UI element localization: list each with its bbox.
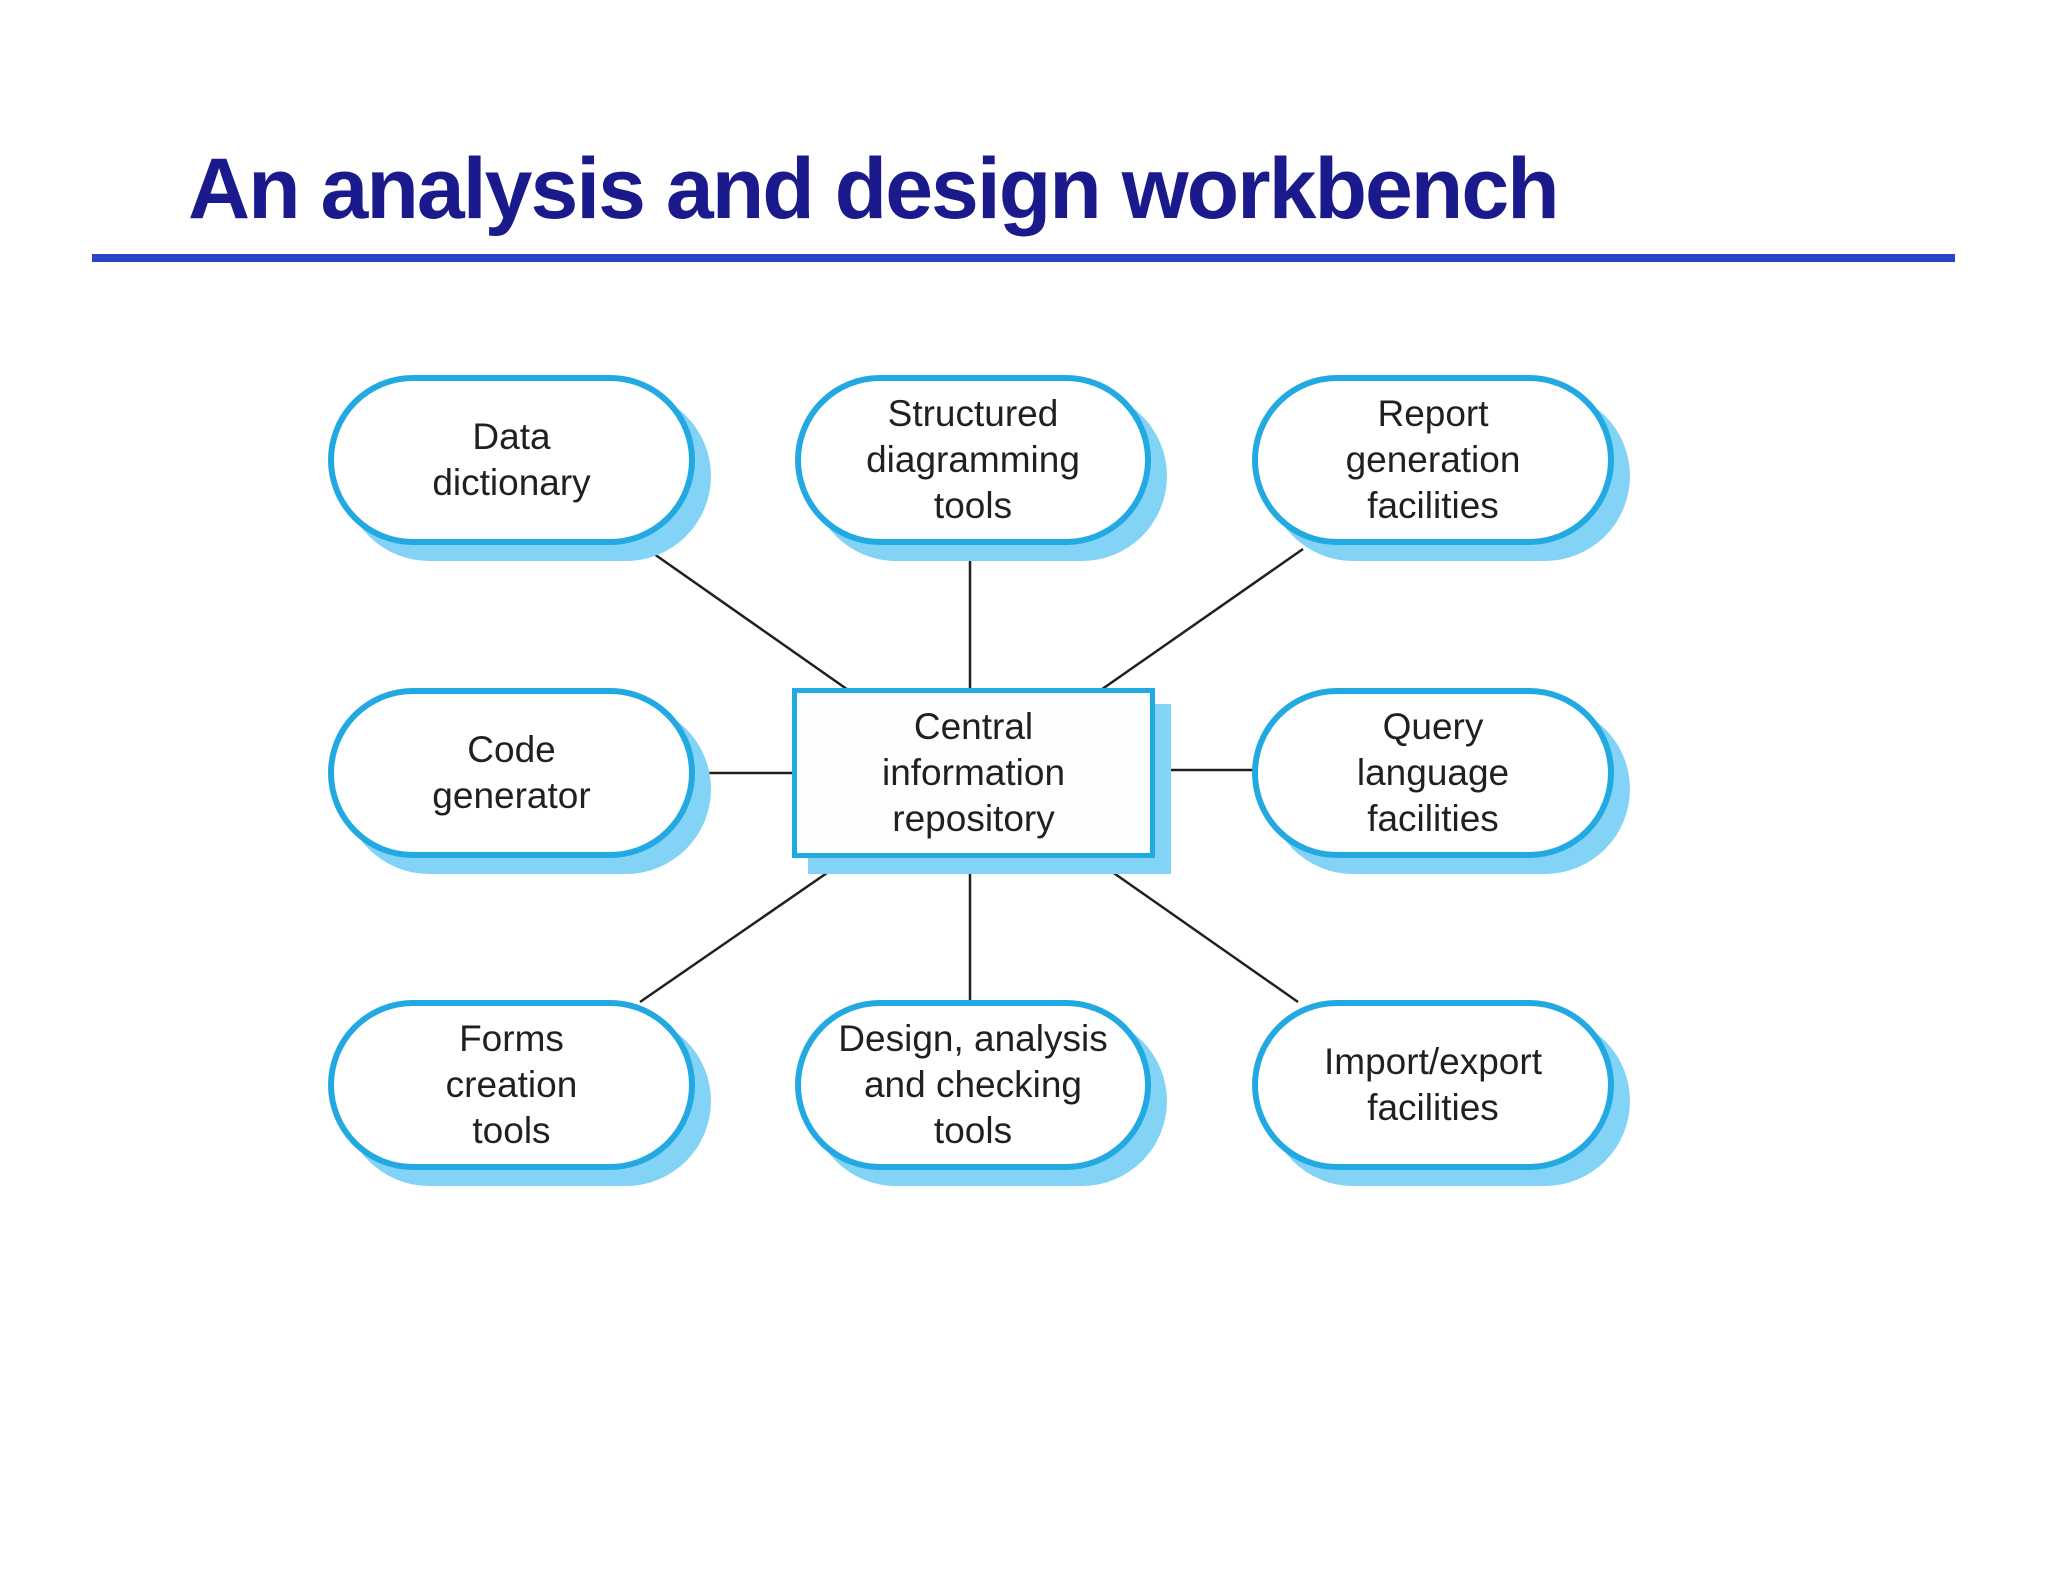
- node-structured-diagramming-tools: Structured diagramming tools: [795, 375, 1151, 545]
- node-query-language-facilities: Query language facilities: [1252, 688, 1614, 858]
- node-central-information-repository: Central information repository: [792, 688, 1155, 858]
- node-data-dictionary: Data dictionary: [328, 375, 695, 545]
- connector-line: [639, 853, 854, 1004]
- connector-line: [1097, 547, 1304, 694]
- node-report-generation-facilities: Report generation facilities: [1252, 375, 1614, 545]
- node-import-export-facilities: Import/export facilities: [1252, 1000, 1614, 1170]
- connector-line: [1087, 853, 1299, 1004]
- node-forms-creation-tools: Forms creation tools: [328, 1000, 695, 1170]
- node-design-analysis-checking-tools: Design, analysis and checking tools: [795, 1000, 1151, 1170]
- page-title: An analysis and design workbench: [188, 141, 1560, 237]
- connector-line: [646, 547, 852, 694]
- node-code-generator: Code generator: [328, 688, 695, 858]
- title-underline: [92, 254, 1955, 262]
